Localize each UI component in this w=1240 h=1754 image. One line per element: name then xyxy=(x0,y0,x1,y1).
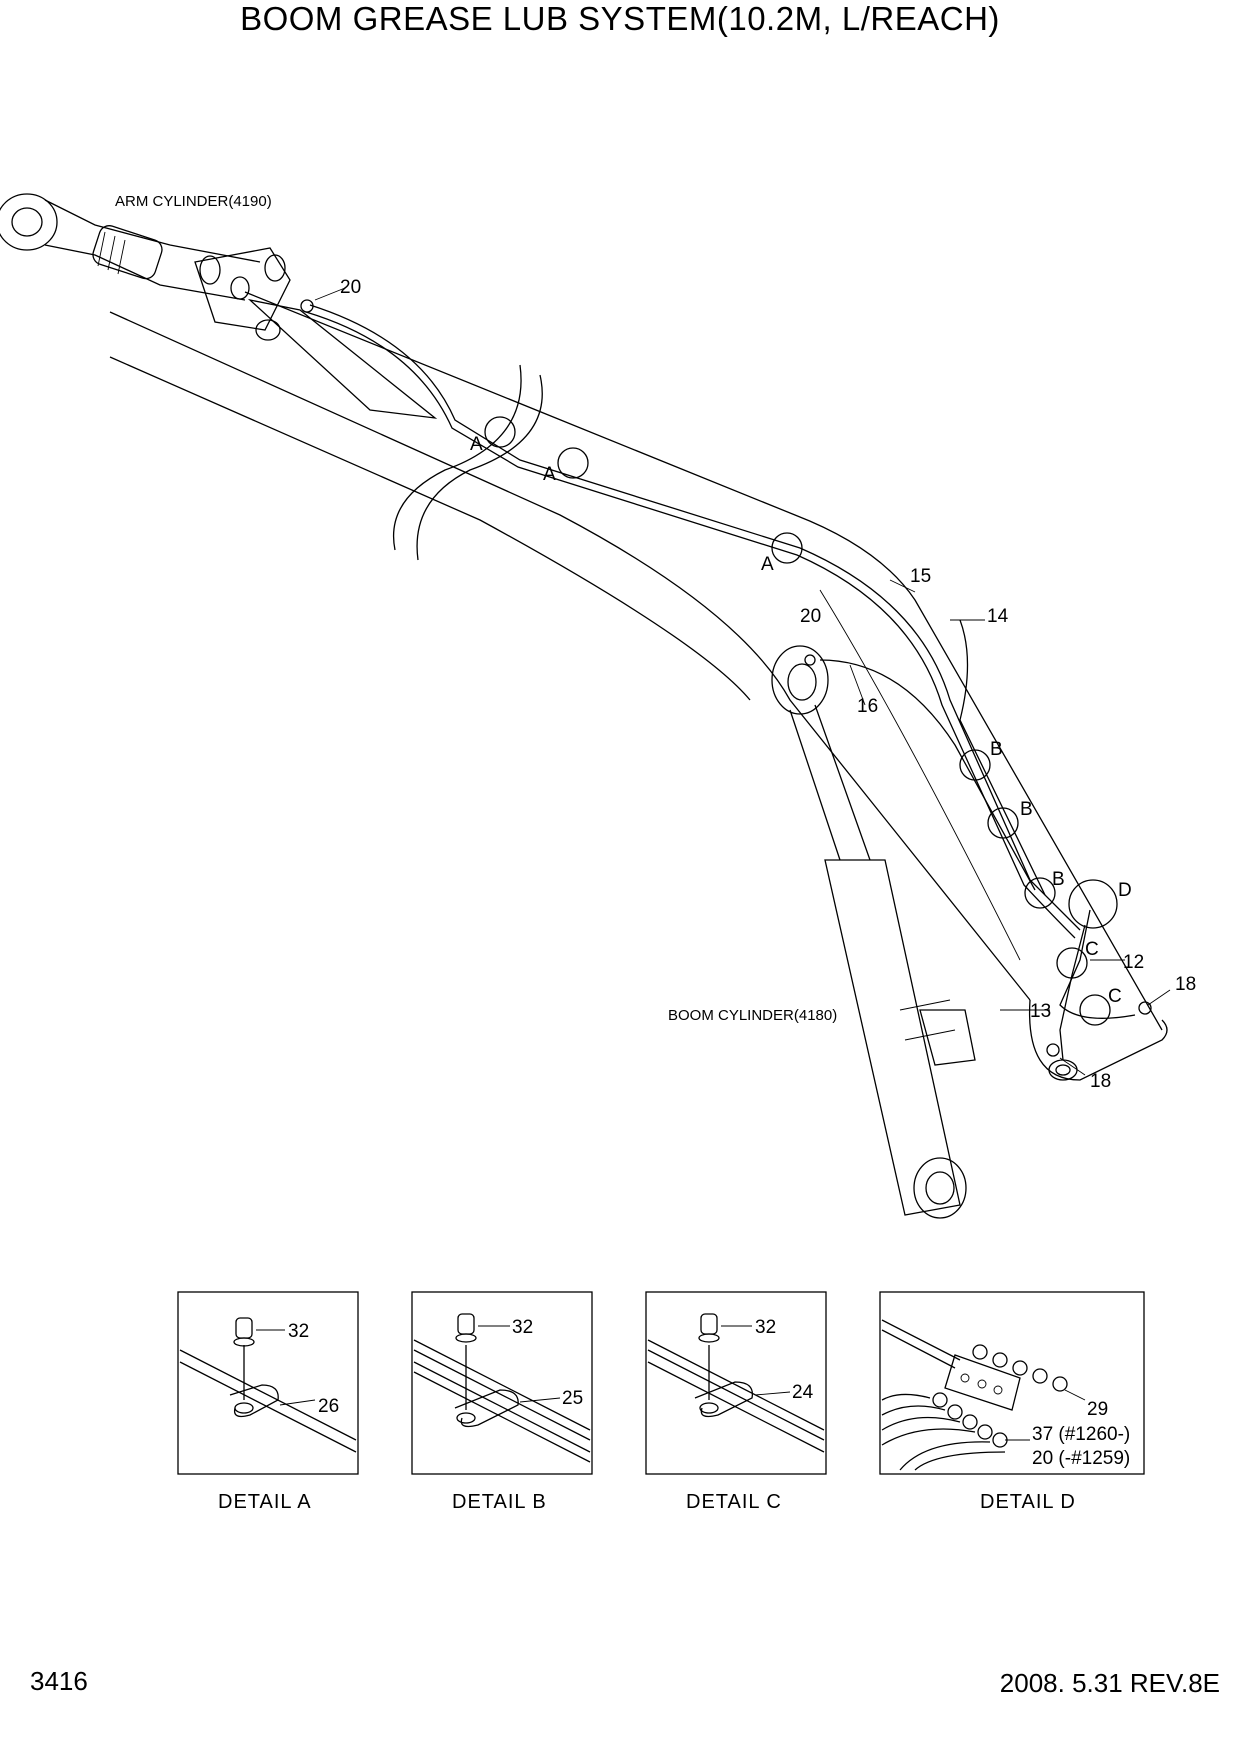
detail-b-label: DETAIL B xyxy=(452,1491,547,1513)
detail-circles xyxy=(300,299,1152,1057)
page-title: BOOM GREASE LUB SYSTEM(10.2M, L/REACH) xyxy=(240,0,1000,37)
grease-lines xyxy=(305,304,1136,1061)
detail-a-label: DETAIL A xyxy=(218,1491,312,1513)
leader-lines xyxy=(314,287,1171,1076)
detail-a-panel: 32 26 xyxy=(177,1291,359,1475)
callout-18-right: 18 xyxy=(1175,974,1196,995)
revision-stamp: 2008. 5.31 REV.8E xyxy=(999,1668,1220,1698)
detail-d-panel: 29 37 (#1260-) 20 (-#1259) xyxy=(879,1291,1145,1475)
detail-b-clamp-callout: 25 xyxy=(562,1388,583,1409)
detail-d-hose-new-callout: 37 (#1260-) xyxy=(1032,1424,1130,1445)
detail-c-panel: 32 24 xyxy=(645,1291,827,1475)
marker-d: D xyxy=(1118,880,1132,901)
callout-13: 13 xyxy=(1030,1001,1051,1022)
detail-d-label: DETAIL D xyxy=(980,1491,1076,1513)
callout-16: 16 xyxy=(857,696,878,717)
detail-d-fitting-callout: 29 xyxy=(1087,1399,1108,1420)
detail-d-hose-old-callout: 20 (-#1259) xyxy=(1032,1448,1130,1469)
detail-b-panel: 32 25 xyxy=(411,1291,593,1475)
marker-b-1: B xyxy=(990,739,1003,760)
marker-b-3: B xyxy=(1052,869,1065,890)
callout-15: 15 xyxy=(910,566,931,587)
detail-c-clamp-callout: 24 xyxy=(792,1382,814,1403)
detail-a-bolt-callout: 32 xyxy=(288,1321,309,1342)
detail-a-clamp-callout: 26 xyxy=(318,1396,339,1417)
callout-14: 14 xyxy=(987,606,1009,627)
marker-c-1: C xyxy=(1085,939,1099,960)
callout-20-top: 20 xyxy=(340,277,361,298)
marker-c-2: C xyxy=(1108,986,1122,1007)
boom-cylinder-label: BOOM CYLINDER(4180) xyxy=(668,1007,837,1024)
page-number: 3416 xyxy=(30,1666,88,1696)
callout-18-bottom: 18 xyxy=(1090,1071,1111,1092)
detail-b-bolt-callout: 32 xyxy=(512,1317,533,1338)
boom-body xyxy=(109,291,1168,1081)
callout-12: 12 xyxy=(1123,952,1144,973)
marker-b-2: B xyxy=(1020,799,1033,820)
marker-a-2: A xyxy=(543,464,556,485)
detail-c-label: DETAIL C xyxy=(686,1491,782,1513)
detail-c-bolt-callout: 32 xyxy=(755,1317,776,1338)
arm-cylinder xyxy=(0,193,438,419)
marker-a-3: A xyxy=(761,554,774,575)
callout-20-mid: 20 xyxy=(800,606,821,627)
arm-cylinder-label: ARM CYLINDER(4190) xyxy=(115,193,272,210)
boom-cylinder xyxy=(771,645,976,1219)
marker-a-1: A xyxy=(470,434,483,455)
